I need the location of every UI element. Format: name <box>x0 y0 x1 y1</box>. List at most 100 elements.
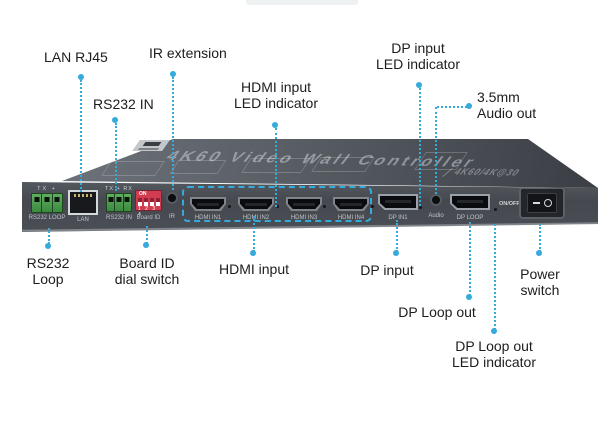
hdmi-port-opening <box>192 199 224 209</box>
top-zone-outline <box>169 160 227 174</box>
hdmi3-led-indicator <box>323 205 326 208</box>
audio-port-label: Audio <box>428 213 444 219</box>
terminal-pin <box>123 194 131 211</box>
leader-dot <box>143 242 149 248</box>
callout-power-switch: Power switch <box>520 266 560 298</box>
hdmi4-port-label: HDMI IN4 <box>337 215 365 221</box>
dp-port-opening <box>380 196 416 208</box>
leader-dot <box>170 71 176 77</box>
leader-dot <box>466 103 472 109</box>
rj45-port <box>68 190 98 215</box>
dp-in-port-label: DP IN1 <box>388 215 408 221</box>
leader-line <box>146 226 148 244</box>
top-zone-outline <box>101 161 165 176</box>
dip-on-label: ON <box>139 191 147 197</box>
leader-line <box>435 107 437 194</box>
dp-in-led-indicator <box>419 206 422 209</box>
hdmi1-led-indicator <box>228 205 231 208</box>
leader-dot <box>272 122 278 128</box>
dip-numbers: 1 2 3 4 <box>138 206 157 218</box>
hdmi-port-opening <box>240 199 272 209</box>
hdmi-port-opening <box>335 199 367 209</box>
hdmi-group-dashed-box <box>182 186 372 222</box>
power-rocker <box>527 193 557 213</box>
hdmi2-led-indicator <box>276 205 279 208</box>
dp-loop-port-label: DP LOOP <box>456 215 484 221</box>
callout-rs232-loop: RS232 Loop <box>26 255 70 287</box>
callout-hdmi-led-indicator: HDMI input LED indicator <box>233 79 319 111</box>
onoff-label: ON/OFF <box>499 201 520 207</box>
callout-hdmi-input: HDMI input <box>218 261 290 277</box>
ir-port-label: IR <box>169 214 175 220</box>
rs232-in-port-label: RS232 IN <box>105 215 132 221</box>
dip-slider <box>155 198 160 206</box>
leader-line <box>469 222 471 296</box>
dip-sliders <box>137 198 160 206</box>
dp-port-opening <box>452 196 488 208</box>
hdmi-port-4 <box>333 197 369 211</box>
hdmi4-led-indicator <box>371 205 374 208</box>
callout-ir-extension: IR extension <box>149 45 227 61</box>
leader-dot <box>78 74 84 80</box>
callout-board-id: Board ID dial switch <box>114 255 180 287</box>
device-front-panel: TX + RS232 LOOP LAN TX + RX RS232 IN ON <box>22 182 598 232</box>
rs232-in-terminal <box>106 193 132 212</box>
rs232-loop-port-label: RS232 LOOP <box>28 215 66 221</box>
rs232-loop-pin-labels: TX + <box>37 186 57 192</box>
terminal-pin <box>52 194 62 212</box>
callout-dp-input: DP input <box>360 262 414 278</box>
leader-dot <box>45 243 51 249</box>
leader-line <box>115 123 117 191</box>
callout-dp-loop-led: DP Loop out LED indicator <box>451 338 537 370</box>
leader-line <box>396 220 398 252</box>
leader-dot <box>536 250 542 256</box>
dp-in-port <box>378 194 418 210</box>
ir-jack <box>166 192 178 204</box>
leader-dot <box>491 328 497 334</box>
dip-slider <box>149 198 154 206</box>
leader-line <box>419 88 421 206</box>
rs232-in-pin-labels: TX + RX <box>105 186 133 192</box>
leader-line <box>437 106 467 108</box>
terminal-pin <box>107 194 115 211</box>
hdmi-port-2 <box>238 197 274 211</box>
terminal-pin <box>115 194 123 211</box>
hdmi-port-3 <box>286 197 322 211</box>
leader-dot <box>393 250 399 256</box>
power-on-mark <box>533 202 540 204</box>
board-id-dip-switch: ON 1 2 3 4 <box>135 190 162 218</box>
power-off-mark <box>544 199 552 207</box>
top-zone-outline <box>311 157 375 172</box>
callout-dp-led-indicator: DP input LED indicator <box>375 40 461 72</box>
hdmi3-port-label: HDMI IN3 <box>290 215 318 221</box>
power-switch <box>519 187 565 219</box>
callout-audio-out: 3.5mm Audio out <box>477 89 537 121</box>
hdmi-port-opening <box>288 199 320 209</box>
brand-logo-tagline <box>138 148 160 150</box>
resolution-badge-print: 4K60/4K@30 <box>452 166 522 178</box>
leader-dot <box>416 82 422 88</box>
callout-dp-loop-out: DP Loop out <box>398 304 476 320</box>
terminal-pin <box>32 194 42 212</box>
callout-rs232-in: RS232 IN <box>93 96 154 112</box>
hdmi1-port-label: HDMI IN1 <box>194 215 222 221</box>
leader-dot <box>112 117 118 123</box>
hdmi2-port-label: HDMI IN2 <box>242 215 270 221</box>
audio-jack <box>430 194 442 206</box>
dp-loop-port <box>450 194 490 210</box>
board-id-port-label: Board ID <box>136 215 161 221</box>
terminal-pin <box>42 194 52 212</box>
leader-line <box>48 228 50 244</box>
leader-dot <box>466 294 472 300</box>
dp-loop-led-indicator <box>494 208 497 211</box>
leader-dot <box>250 250 256 256</box>
leader-line <box>539 224 541 252</box>
leader-line <box>80 80 82 192</box>
leader-line <box>275 128 277 207</box>
callout-lan-rj45: LAN RJ45 <box>44 49 108 65</box>
rs232-loop-terminal <box>31 193 63 213</box>
brand-logo-glyph <box>142 142 162 146</box>
leader-line <box>172 77 174 190</box>
leader-line <box>494 224 496 330</box>
